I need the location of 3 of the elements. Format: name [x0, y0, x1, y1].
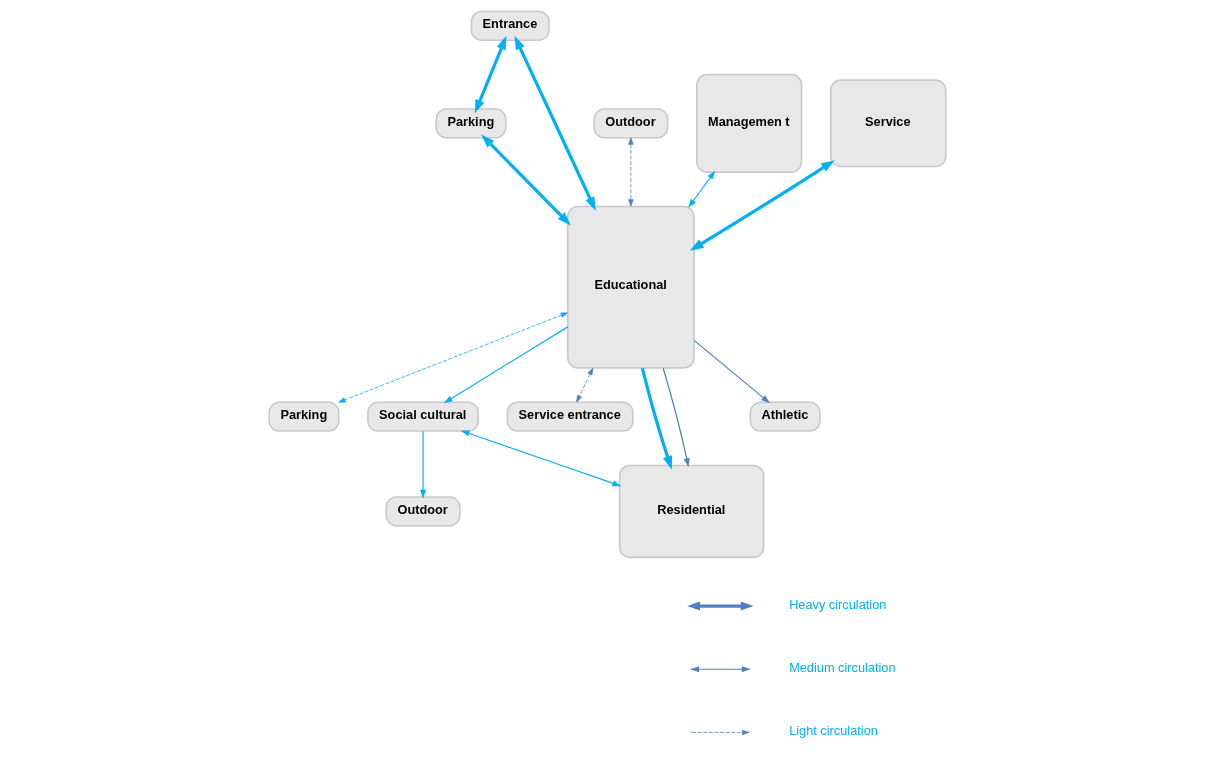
- legend-label: Light circulation: [788, 723, 878, 739]
- legend-label: Medium circulation: [788, 660, 896, 676]
- legend-label: Heavy circulation: [788, 597, 886, 613]
